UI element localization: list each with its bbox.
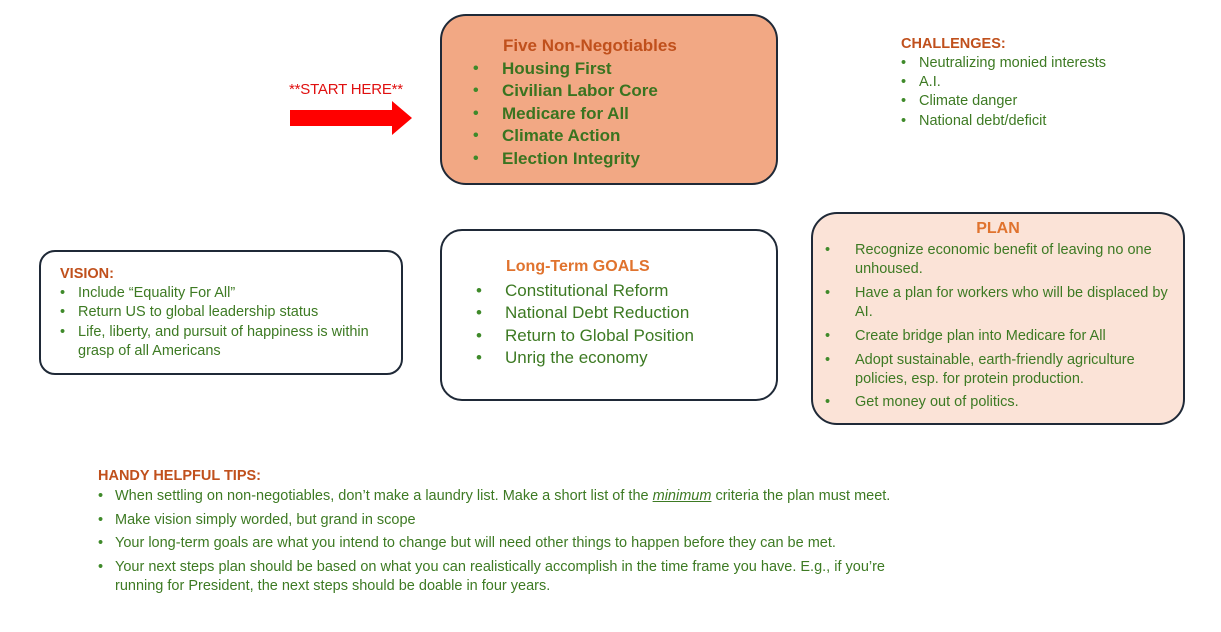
tip-text: When settling on non-negotiables, don’t …	[115, 488, 653, 504]
tips-list: When settling on non-negotiables, don’t …	[98, 487, 905, 600]
goals-box: Long-Term GOALS Constitutional Reform Na…	[440, 229, 778, 401]
plan-list: Recognize economic benefit of leaving no…	[825, 241, 1177, 417]
goals-title: Long-Term GOALS	[506, 258, 650, 275]
list-item: Housing First	[473, 58, 658, 81]
non-negotiables-list: Housing First Civilian Labor Core Medica…	[473, 58, 658, 171]
tips-title: HANDY HELPFUL TIPS:	[98, 468, 262, 484]
challenges-list: Neutralizing monied interests A.I. Clima…	[901, 54, 1106, 131]
list-item: Return US to global leadership status	[60, 303, 400, 323]
list-item: Recognize economic benefit of leaving no…	[825, 241, 1177, 279]
list-item: Civilian Labor Core	[473, 80, 658, 103]
list-item: Unrig the economy	[476, 347, 694, 370]
list-item: Adopt sustainable, earth-friendly agricu…	[825, 351, 1177, 389]
tip-emphasis: minimum	[652, 488, 712, 504]
list-item: A.I.	[901, 73, 1106, 92]
plan-title: PLAN	[976, 220, 1020, 237]
right-arrow-icon	[290, 101, 412, 135]
list-item: National debt/deficit	[901, 112, 1106, 131]
list-item: Have a plan for workers who will be disp…	[825, 284, 1177, 322]
non-negotiables-box: Five Non-Negotiables Housing First Civil…	[440, 14, 778, 185]
start-here-label: **START HERE**	[289, 81, 403, 98]
list-item: Election Integrity	[473, 148, 658, 171]
list-item: Get money out of politics.	[825, 393, 1177, 412]
list-item: Constitutional Reform	[476, 280, 694, 303]
list-item: Medicare for All	[473, 103, 658, 126]
list-item: Your long-term goals are what you intend…	[98, 534, 905, 553]
list-item: Return to Global Position	[476, 325, 694, 348]
list-item: Life, liberty, and pursuit of happiness …	[60, 323, 400, 362]
list-item: Include “Equality For All”	[60, 284, 400, 304]
non-negotiables-title: Five Non-Negotiables	[503, 36, 677, 55]
list-item: Climate Action	[473, 125, 658, 148]
list-item: Make vision simply worded, but grand in …	[98, 511, 905, 530]
list-item: Climate danger	[901, 92, 1106, 111]
list-item: Your next steps plan should be based on …	[98, 558, 905, 596]
list-item: National Debt Reduction	[476, 302, 694, 325]
challenges-title: CHALLENGES:	[901, 36, 1006, 52]
goals-list: Constitutional Reform National Debt Redu…	[476, 280, 694, 370]
vision-title: VISION:	[60, 266, 114, 282]
list-item: Neutralizing monied interests	[901, 54, 1106, 73]
vision-list: Include “Equality For All” Return US to …	[60, 284, 400, 362]
list-item: When settling on non-negotiables, don’t …	[98, 487, 905, 506]
plan-box: PLAN Recognize economic benefit of leavi…	[811, 212, 1185, 425]
list-item: Create bridge plan into Medicare for All	[825, 327, 1177, 346]
vision-box: VISION: Include “Equality For All” Retur…	[39, 250, 403, 375]
tip-text: criteria the plan must meet.	[711, 488, 891, 504]
